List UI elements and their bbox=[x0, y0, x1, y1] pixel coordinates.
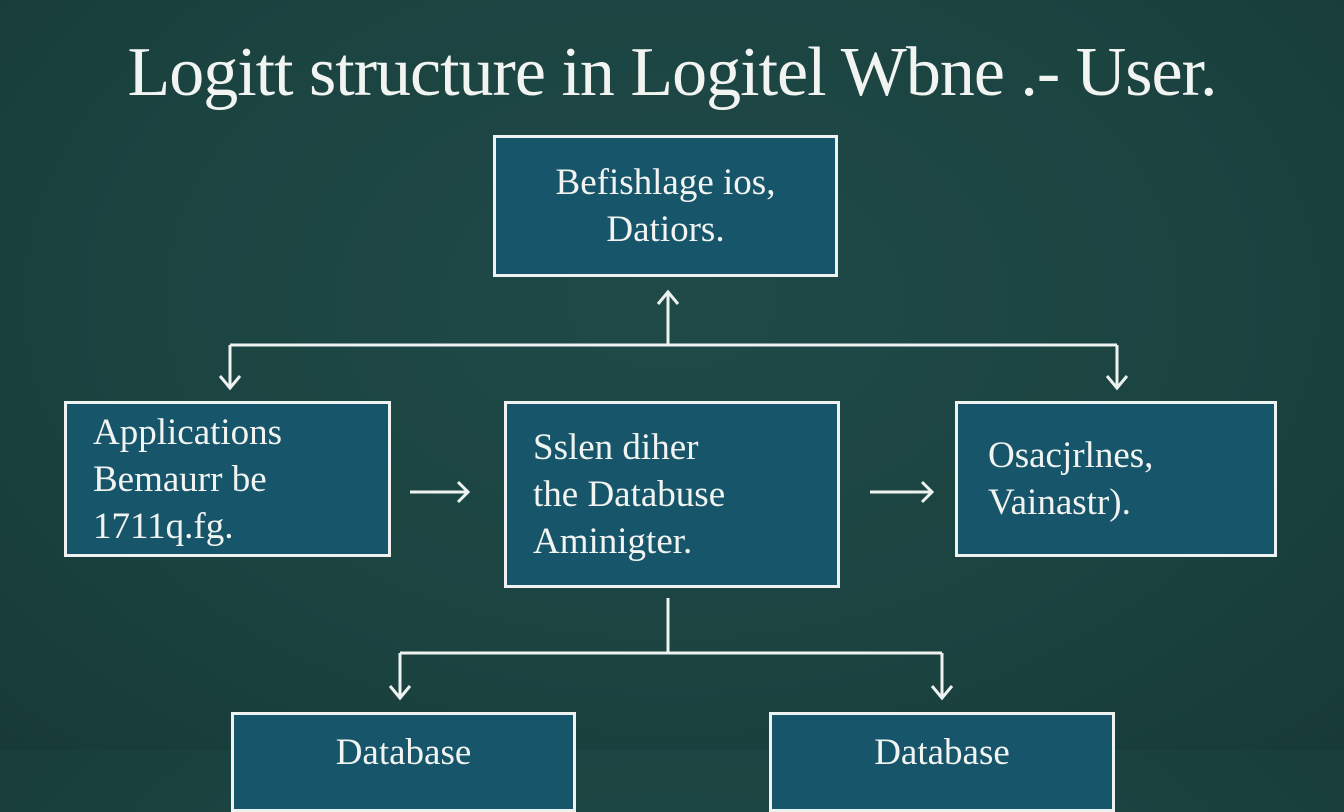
box-text: Aminigter. bbox=[533, 521, 693, 562]
box-top: Befishlage ios, Datiors. bbox=[493, 135, 838, 277]
box-text: Sslen diher bbox=[533, 427, 699, 468]
box-database-left: Database bbox=[231, 712, 576, 812]
box-text: Befishlage ios, bbox=[555, 162, 776, 203]
box-text: Vainastr). bbox=[988, 482, 1131, 523]
box-text: the Databuse bbox=[533, 474, 726, 515]
box-text: Osacjrlnes, bbox=[988, 435, 1154, 476]
box-right: Osacjrlnes, Vainastr). bbox=[955, 401, 1277, 557]
box-text: Bemaurr be bbox=[93, 458, 267, 500]
box-text: Datiors. bbox=[606, 209, 725, 250]
arrow-left-to-middle bbox=[410, 480, 471, 504]
box-text: Database bbox=[335, 732, 472, 773]
connector-split bbox=[218, 343, 1129, 391]
box-text: 1711q.fg. bbox=[93, 505, 234, 547]
box-text: Database bbox=[874, 732, 1010, 773]
box-applications: Applications Bemaurr be 1711q.fg. bbox=[64, 401, 391, 557]
diagram-title: Logitt structure in Logitel Wbne .- User… bbox=[127, 34, 1217, 111]
arrow-middle-to-right bbox=[870, 480, 935, 504]
connector-bottom bbox=[388, 598, 954, 701]
connectors bbox=[218, 289, 1129, 701]
box-text: Applications bbox=[93, 411, 283, 453]
box-database-manager: Sslen diher the Databuse Aminigter. bbox=[504, 401, 840, 588]
box-database-right: Database bbox=[769, 712, 1115, 812]
connector-top bbox=[656, 289, 680, 345]
